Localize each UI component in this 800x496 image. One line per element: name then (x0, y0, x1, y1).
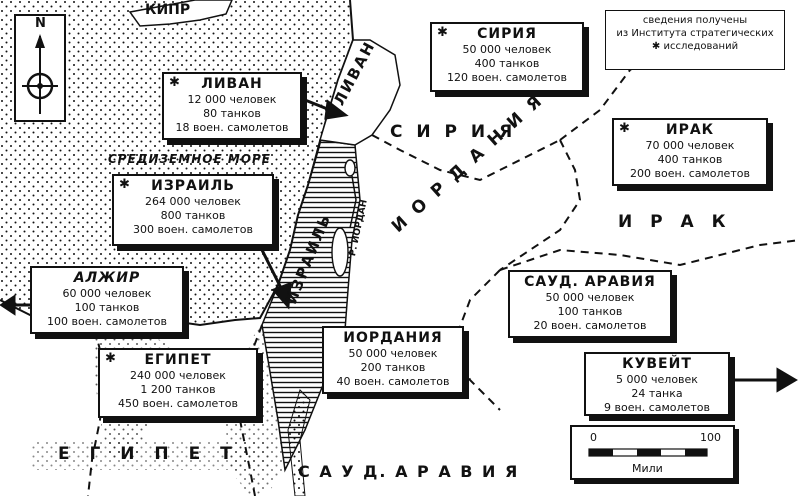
jordan-river-line (349, 175, 357, 229)
country-planes: 120 воен. самолетов (447, 71, 567, 84)
country-box-syria: ✱ СИРИЯ 50 000 человек 400 танков 120 во… (430, 22, 584, 92)
star-icon: ✱ (619, 121, 630, 136)
egypt-libya-border (87, 329, 107, 496)
compass-rose: N (14, 14, 66, 122)
scale-zero-label: 0 (590, 431, 597, 444)
country-tanks: 400 танков (657, 153, 723, 166)
country-box-egypt: ✱ ЕГИПЕТ 240 000 человек 1 200 танков 45… (98, 348, 258, 418)
label-cyprus: КИПР (145, 2, 191, 18)
country-planes: 200 воен. самолетов (630, 167, 750, 180)
country-name: САУД. АРАВИЯ (524, 274, 656, 290)
country-tanks: 1 200 танков (140, 383, 216, 396)
syria-jordan-border (371, 134, 561, 182)
iraq-saudi-border (499, 239, 800, 271)
country-people: 50 000 человек (462, 43, 552, 56)
country-tanks: 400 танков (474, 57, 540, 70)
country-tanks: 200 танков (360, 361, 426, 374)
country-people: 12 000 человек (187, 93, 277, 106)
compass-icon (22, 34, 58, 114)
kuwait-arrowhead (776, 367, 798, 393)
star-icon: ✱ (169, 75, 180, 90)
country-box-saudi-arabia: САУД. АРАВИЯ 50 000 человек 100 танков 2… (508, 270, 672, 338)
country-people: 240 000 человек (130, 369, 226, 382)
algeria-arrowhead (0, 294, 16, 316)
country-tanks: 100 танков (74, 301, 140, 314)
lebanon-arrowhead (324, 99, 349, 120)
country-name: АЛЖИР (73, 270, 141, 286)
scale-bar-graphic (588, 448, 708, 457)
star-icon: ✱ (119, 177, 130, 192)
star-icon: ✱ (437, 25, 448, 40)
country-planes: 9 воен. самолетов (604, 401, 710, 414)
star-icon: ✱ (105, 351, 116, 366)
country-box-algeria: АЛЖИР 60 000 человек 100 танков 100 воен… (30, 266, 184, 334)
gulf-of-aqaba (287, 389, 311, 496)
country-name: ИЗРАИЛЬ (151, 178, 235, 194)
country-box-israel: ✱ ИЗРАИЛЬ 264 000 человек 800 танков 300… (112, 174, 274, 246)
source-note: сведения получены из Института стратегич… (605, 10, 785, 70)
country-planes: 20 воен. самолетов (533, 319, 647, 332)
egypt-label-band (30, 440, 270, 470)
source-note-line-3: ✱ исследований (651, 41, 739, 52)
country-tanks: 100 танков (557, 305, 623, 318)
country-planes: 100 воен. самолетов (47, 315, 167, 328)
label-mediterranean: СРЕДИЗЕМНОЕ МОРЕ (108, 152, 271, 166)
country-name: КУВЕЙТ (622, 356, 692, 372)
source-note-line-2: из Института стратегических (616, 28, 774, 39)
country-people: 50 000 человек (545, 291, 635, 304)
country-name: ЛИВАН (201, 76, 263, 92)
country-box-jordan: ИОРДАНИЯ 50 000 человек 200 танков 40 во… (322, 326, 464, 394)
country-people: 70 000 человек (645, 139, 735, 152)
country-planes: 300 воен. самолетов (133, 223, 253, 236)
source-note-line-1: сведения получены (642, 15, 748, 26)
jordan-iraq-border (499, 139, 582, 271)
scale-unit-label: Мили (632, 462, 663, 475)
country-people: 5 000 человек (616, 373, 698, 386)
country-box-kuwait: КУВЕЙТ 5 000 человек 24 танка 9 воен. са… (584, 352, 730, 416)
country-box-lebanon: ✱ ЛИВАН 12 000 человек 80 танков 18 воен… (162, 72, 302, 140)
sea-of-galilee (344, 159, 356, 177)
israel-arrow (260, 249, 284, 291)
country-name: ИОРДАНИЯ (343, 330, 443, 346)
scale-max-label: 100 (700, 431, 721, 444)
country-name: СИРИЯ (477, 26, 537, 42)
country-people: 264 000 человек (145, 195, 241, 208)
country-people: 50 000 человек (348, 347, 438, 360)
country-people: 60 000 человек (62, 287, 152, 300)
country-tanks: 800 танков (160, 209, 226, 222)
country-box-iraq: ✱ ИРАК 70 000 человек 400 танков 200 вое… (612, 118, 768, 186)
label-saudi-region: С А У Д. А Р А В И Я (298, 462, 520, 481)
country-name: ЕГИПЕТ (144, 352, 212, 368)
country-planes: 450 воен. самолетов (118, 397, 238, 410)
cyprus-island (128, 0, 233, 27)
country-tanks: 24 танка (631, 387, 683, 400)
country-tanks: 80 танков (203, 107, 261, 120)
label-syria-region: С И Р И Я (390, 122, 517, 142)
label-egypt-region: Е Г И П Е Т (58, 444, 239, 464)
dead-sea (331, 227, 349, 277)
label-iraq-region: И Р А К (618, 212, 732, 232)
scale-bar: 0 100 Мили (570, 425, 735, 480)
country-planes: 40 воен. самолетов (336, 375, 450, 388)
syria-iraq-border (559, 39, 701, 141)
country-name: ИРАК (665, 122, 715, 138)
compass-north-label: N (35, 16, 46, 31)
country-planes: 18 воен. самолетов (175, 121, 289, 134)
israel-arrowhead (271, 281, 292, 310)
